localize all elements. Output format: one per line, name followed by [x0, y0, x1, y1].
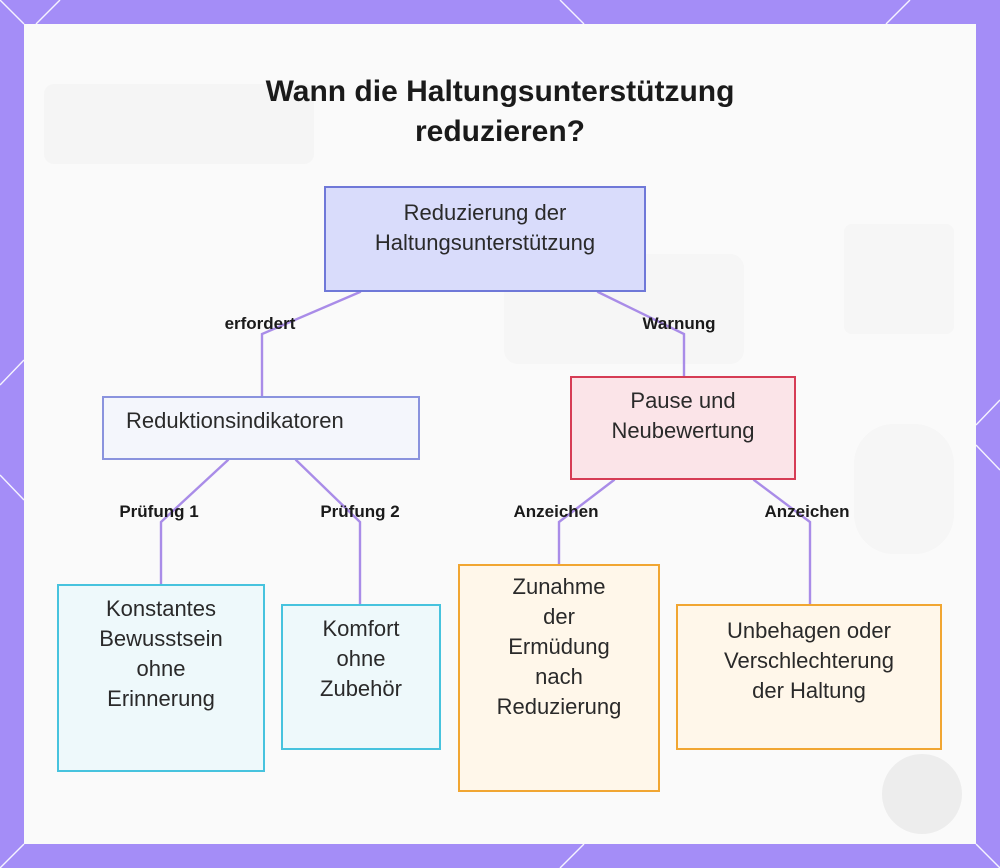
- edge-label-requires: erfordert: [224, 314, 296, 333]
- node-text: Reduzierung: [496, 694, 622, 719]
- node-text: Pause und: [630, 388, 736, 413]
- node-discomfort-posture: Unbehagen oder Verschlechterung der Halt…: [676, 604, 942, 750]
- node-text: Reduzierung der: [403, 200, 567, 225]
- node-text: Verschlechterung: [724, 648, 894, 673]
- node-text: Neubewertung: [611, 418, 755, 443]
- connector-requires: [260, 290, 362, 398]
- connector-warning: [596, 290, 686, 378]
- edge-label-sign1: Anzeichen: [513, 502, 599, 521]
- edge-label-check1: Prüfung 1: [119, 502, 199, 521]
- title-line: Wann die Haltungsunterstützung: [265, 75, 735, 108]
- node-text: Ermüdung: [508, 634, 610, 659]
- node-text: der: [543, 604, 575, 629]
- diagram-title: Wann die Haltungsunterstützung reduziere…: [24, 72, 976, 152]
- node-text: ohne: [336, 646, 386, 671]
- node-text: Haltungsunterstützung: [374, 230, 596, 255]
- connector-check1: [159, 458, 230, 586]
- node-constant-awareness: Konstantes Bewusstsein ohne Erinnerung: [57, 584, 265, 772]
- background-blur-shape: [854, 424, 954, 554]
- node-comfort-without-accessories: Komfort ohne Zubehör: [281, 604, 441, 750]
- connector-sign2: [752, 478, 812, 606]
- node-root: Reduzierung der Haltungsunterstützung: [324, 186, 646, 292]
- node-text: Zubehör: [320, 676, 402, 701]
- node-text: Erinnerung: [107, 686, 215, 711]
- node-text: Zunahme: [512, 574, 606, 599]
- edge-label-warning: Warnung: [642, 314, 716, 333]
- brand-logo-icon: [882, 754, 962, 834]
- node-text: Bewusstsein: [99, 626, 223, 651]
- title-line: reduzieren?: [414, 115, 586, 148]
- diagram-card: Wann die Haltungsunterstützung reduziere…: [24, 24, 976, 844]
- node-pause-reassessment: Pause und Neubewertung: [570, 376, 796, 480]
- node-increased-fatigue: Zunahme der Ermüdung nach Reduzierung: [458, 564, 660, 792]
- background-blur-shape: [44, 84, 314, 164]
- connector-check2: [294, 458, 362, 606]
- node-text: Unbehagen oder: [727, 618, 891, 643]
- edge-label-check2: Prüfung 2: [320, 502, 400, 521]
- node-text: Konstantes: [105, 596, 217, 621]
- node-text: Komfort: [322, 616, 400, 641]
- background-blur-shape: [844, 224, 954, 334]
- node-text: nach: [535, 664, 583, 689]
- edge-label-sign2: Anzeichen: [764, 502, 850, 521]
- node-text: ohne: [136, 656, 186, 681]
- connectors: [159, 290, 812, 606]
- node-text: der Haltung: [752, 678, 866, 703]
- node-reduction-indicators: Reduktionsindikatoren: [102, 396, 420, 460]
- node-text: Reduktionsindikatoren: [126, 408, 344, 433]
- connector-sign1: [557, 478, 616, 566]
